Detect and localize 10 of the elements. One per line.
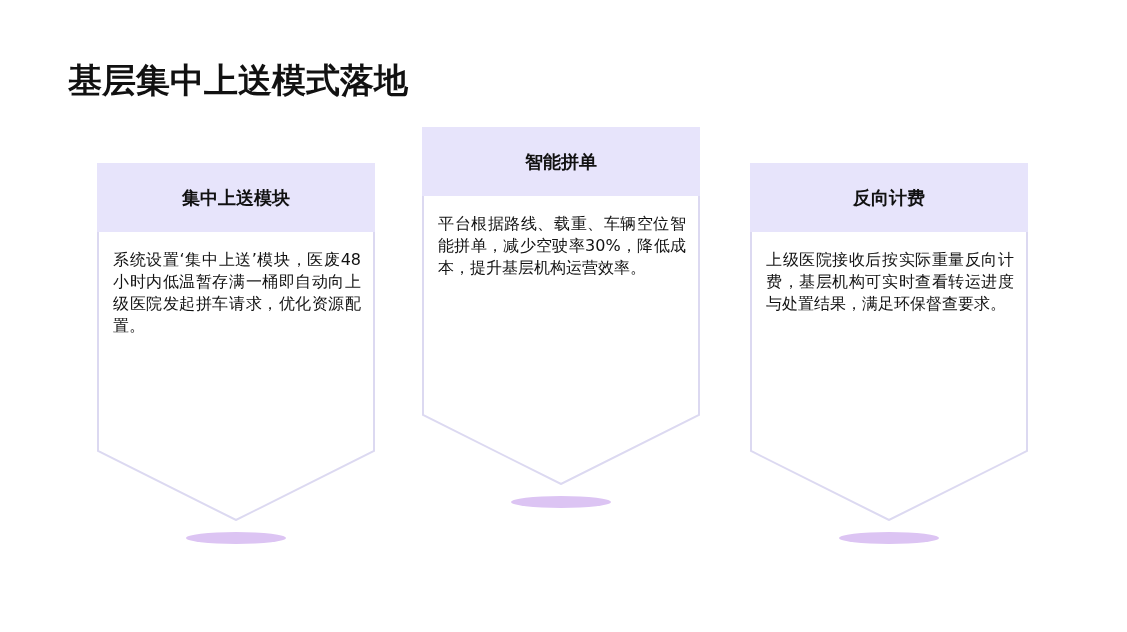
card-heading: 智能拼单 [524,149,598,174]
card-text: 系统设置‘集中上送’模块，医废48小时内低温暂存满一桶即自动向上级医院发起拼车请求，优化资源配置。 [113,249,361,337]
card-heading: 反向计费 [852,185,926,210]
title: 基层集中上送模式落地 [68,59,408,102]
card-text: 上级医院接收后按实际重量反向计费，基层机构可实时查看转运进度与处置结果，满足环保督查要求。 [766,249,1014,315]
shield-card [97,163,375,521]
card-text: 平台根据路线、载重、车辆空位智能拼单，减少空驶率30%，降低成本，提升基层机构运营效率。 [438,213,686,279]
shield-card [750,163,1028,521]
shield-card [422,127,700,485]
card-heading: 集中上送模块 [181,185,291,210]
